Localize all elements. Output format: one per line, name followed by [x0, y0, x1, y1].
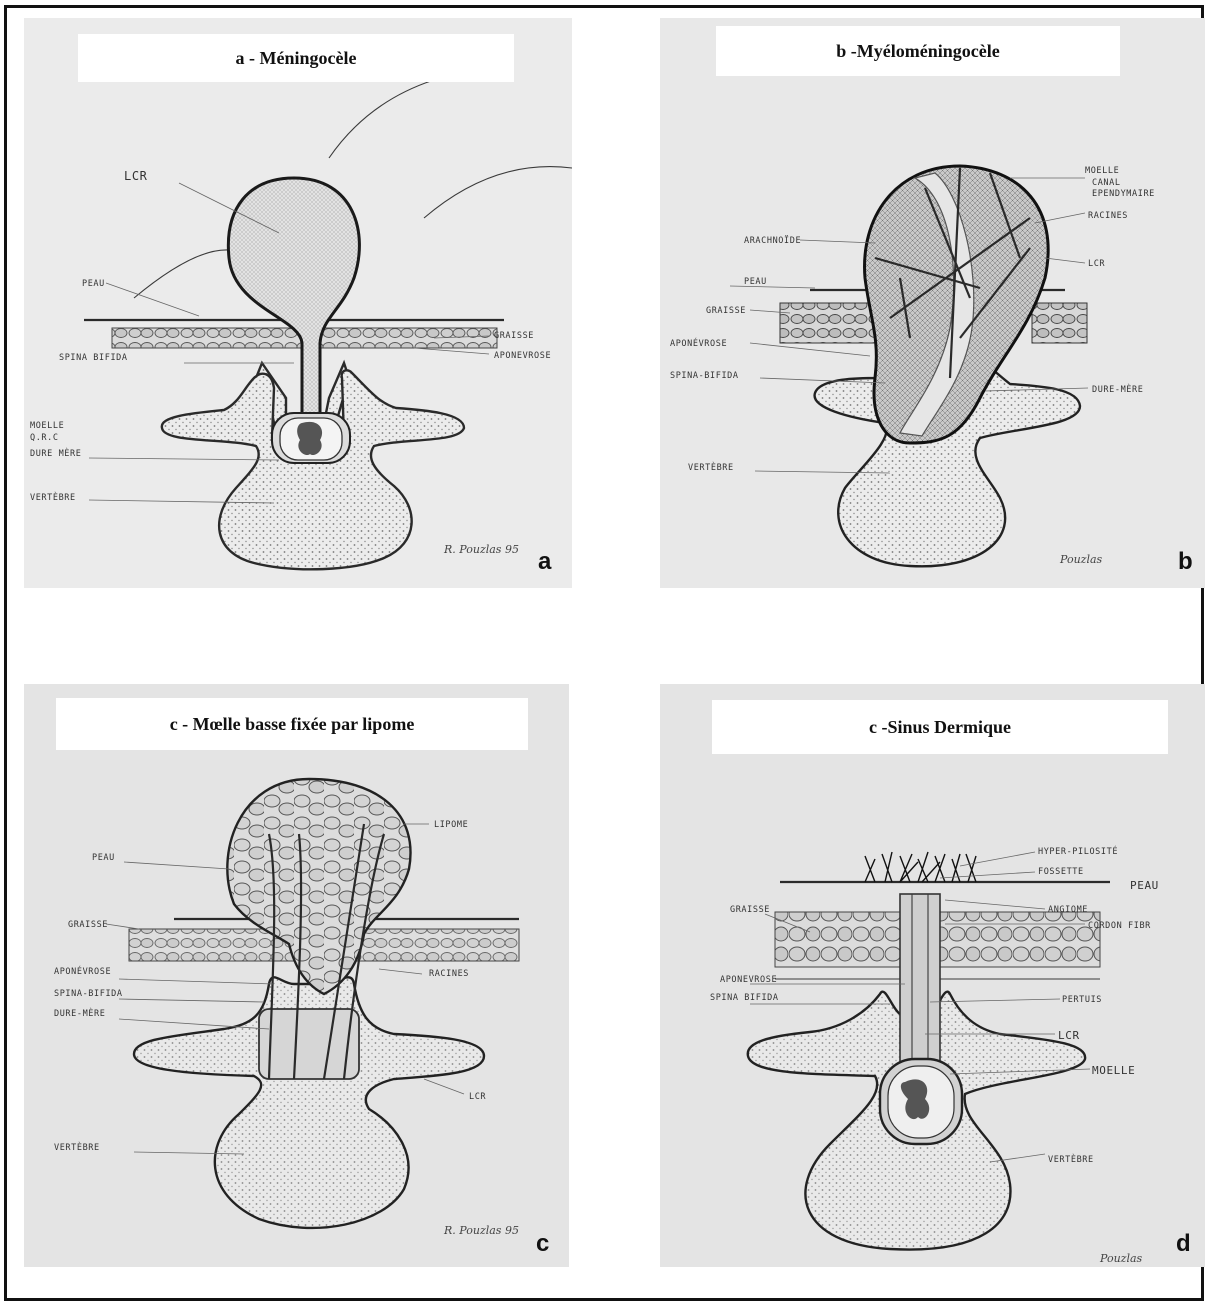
panel-letter: a [538, 548, 551, 576]
label-lcr: LCR [1058, 1029, 1080, 1042]
label-racines: RACINES [1088, 211, 1128, 221]
label-graisse: GRAISSE [494, 331, 534, 341]
label-aponevrose: APONÉVROSE [670, 337, 727, 349]
signature: Pouzlas [1059, 553, 1103, 566]
label-moelle: MOELLE [30, 421, 64, 431]
label-spina-bifida: SPINA BIFIDA [710, 993, 779, 1003]
label-aponevrose: APONEVROSE [720, 975, 777, 985]
label-qrc: Q.R.C [30, 433, 59, 443]
label-dure-mere: DURE MÈRE [30, 447, 81, 459]
label-pertuis: PERTUIS [1062, 995, 1102, 1005]
label-peau: PEAU [92, 853, 115, 863]
label-peau: PEAU [82, 279, 105, 289]
panel-title: c - Mœlle basse fixée par lipome [56, 698, 528, 750]
label-graisse: GRAISSE [68, 920, 108, 930]
label-graisse: GRAISSE [730, 905, 770, 915]
signature: R. Pouzlas 95 [443, 1224, 519, 1237]
panel-a-drawing: LCR PEAU GRAISSE SPINA BIFIDA APONEVROSE… [24, 18, 572, 588]
label-spina-bifida: SPINA BIFIDA [59, 353, 128, 363]
panel-d-sinus-dermique: HYPER-PILOSITÉ FOSSETTE PEAU ANGIOME COR… [660, 684, 1205, 1267]
label-peau: PEAU [1130, 879, 1159, 892]
label-spina-bifida: SPINA-BIFIDA [54, 989, 123, 999]
panel-c-lipome: LIPOME PEAU GRAISSE APONÉVROSE RACINES S… [24, 684, 569, 1267]
signature: R. Pouzlas 95 [443, 543, 519, 556]
label-angiome: ANGIOME [1048, 905, 1088, 915]
label-cordon: CORDON FIBR [1088, 921, 1151, 931]
label-lcr: LCR [1088, 259, 1105, 269]
label-hyper-pilosite: HYPER-PILOSITÉ [1038, 845, 1118, 857]
signature: Pouzlas [1099, 1252, 1143, 1265]
label-ependymaire: EPENDYMAIRE [1092, 189, 1155, 199]
label-lipome: LIPOME [434, 820, 468, 830]
label-aponevrose: APONÉVROSE [54, 965, 111, 977]
label-dure-mere: DURE-MÈRE [54, 1007, 105, 1019]
panel-b-drawing: MOELLE CANAL EPENDYMAIRE RACINES LCR ARA… [660, 18, 1205, 588]
panel-c-drawing: LIPOME PEAU GRAISSE APONÉVROSE RACINES S… [24, 684, 569, 1267]
panel-letter: d [1176, 1230, 1191, 1258]
label-peau: PEAU [744, 277, 767, 287]
label-lcr: LCR [469, 1092, 486, 1102]
panel-d-drawing: HYPER-PILOSITÉ FOSSETTE PEAU ANGIOME COR… [660, 684, 1205, 1267]
panel-letter: b [1178, 548, 1193, 576]
label-dure-mere: DURE-MÈRE [1092, 383, 1143, 395]
label-vertebre: VERTÈBRE [54, 1141, 100, 1153]
label-moelle: MOELLE [1085, 166, 1119, 176]
panel-title: c -Sinus Dermique [712, 700, 1168, 754]
label-moelle: MOELLE [1092, 1064, 1135, 1077]
panel-title: a - Méningocèle [78, 34, 514, 82]
label-racines: RACINES [429, 969, 469, 979]
label-graisse: GRAISSE [706, 306, 746, 316]
label-fossette: FOSSETTE [1038, 867, 1084, 877]
label-canal: CANAL [1092, 178, 1121, 188]
label-lcr: LCR [124, 169, 148, 183]
label-arachnoide: ARACHNOÏDE [744, 235, 801, 246]
panel-title: b -Myéloméningocèle [716, 26, 1120, 76]
label-aponevrose: APONEVROSE [494, 351, 551, 361]
label-vertebre: VERTÈBRE [30, 491, 76, 503]
label-vertebre: VERTÈBRE [1048, 1153, 1094, 1165]
panel-a-meningocele: LCR PEAU GRAISSE SPINA BIFIDA APONEVROSE… [24, 18, 572, 588]
label-spina-bifida: SPINA-BIFIDA [670, 371, 739, 381]
panel-b-myelomeningocele: MOELLE CANAL EPENDYMAIRE RACINES LCR ARA… [660, 18, 1205, 588]
label-vertebre: VERTÈBRE [688, 461, 734, 473]
panel-letter: c [536, 1230, 549, 1258]
